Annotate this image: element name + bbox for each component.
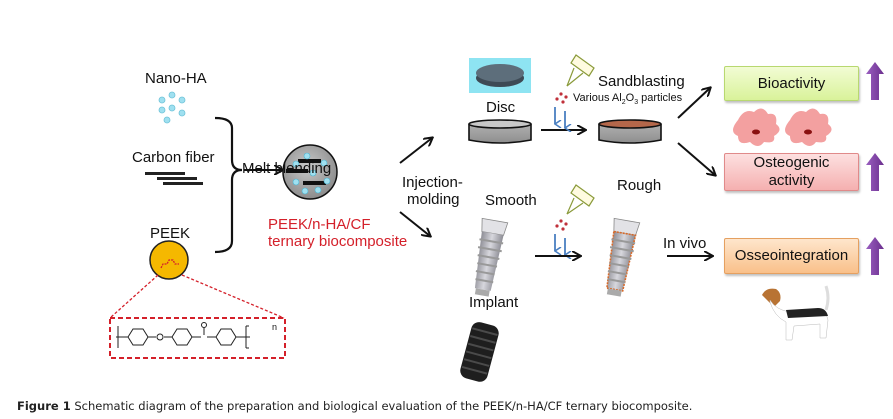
particles-mid: O: [625, 92, 635, 104]
disc-icon: [468, 119, 532, 144]
injection-molding-label-line2: molding: [407, 191, 460, 208]
peek-chemical-structure: [116, 322, 250, 349]
sandblaster-nozzle-icon: [566, 54, 595, 87]
rough-implant-icon: [606, 217, 641, 297]
disc-label: Disc: [486, 99, 516, 116]
particles-prefix: Various Al: [573, 92, 622, 104]
nano-ha-particles-icon: [158, 91, 186, 124]
osteogenic-line1: Osteogenic: [753, 154, 830, 171]
carbon-fiber-icon: [145, 172, 203, 185]
osseointegration-box: Osseointegration: [724, 238, 859, 274]
particles-suffix: particles: [638, 92, 683, 104]
injection-molding-label-line1: Injection-: [402, 174, 463, 191]
carbon-fiber-label: Carbon fiber: [132, 149, 215, 166]
disc-photo: [469, 58, 531, 93]
rough-label: Rough: [617, 177, 662, 194]
grouping-brace: [214, 116, 243, 254]
particles-icon-2: [555, 219, 568, 231]
in-vivo-label: In vivo: [663, 235, 707, 252]
smooth-implant-icon: [474, 217, 509, 297]
composite-name-line1: PEEK/n-HA/CF: [268, 216, 371, 233]
implant-label: Implant: [469, 294, 519, 311]
figure-caption-text: Schematic diagram of the preparation and…: [70, 399, 693, 413]
implant-photo: [460, 322, 499, 382]
osteoblast-cells-icon: [733, 108, 832, 146]
sandblasting-label: Sandblasting: [598, 73, 685, 90]
peek-structure-box: [109, 317, 286, 359]
particles-label: Various Al2O3 particles: [573, 92, 682, 106]
melt-blending-label: Melt blending: [242, 160, 332, 177]
beagle-dog-photo: [762, 285, 830, 341]
smooth-label: Smooth: [485, 192, 537, 209]
particles-icon: [555, 92, 568, 104]
rough-disc-icon: [598, 119, 662, 144]
figure-caption: Figure 1 Schematic diagram of the prepar…: [17, 399, 692, 413]
particles-sub1: 2: [621, 99, 626, 107]
increase-arrow-icon: [866, 62, 884, 275]
peek-pellet-icon: [149, 240, 189, 280]
particles-sub2: 3: [634, 99, 639, 107]
sandblaster-nozzle-icon-2: [566, 184, 595, 215]
bioactivity-box: Bioactivity: [724, 66, 859, 101]
figure-label: Figure 1: [17, 399, 71, 413]
repeat-unit-subscript: n: [272, 322, 278, 332]
composite-pellet-icon: [282, 144, 338, 200]
osteogenic-activity-box: Osteogenic activity: [724, 153, 859, 191]
composite-name-line2: ternary biocomposite: [268, 233, 408, 250]
osteogenic-line2: activity: [768, 172, 815, 189]
nano-ha-label: Nano-HA: [145, 70, 207, 87]
peek-label: PEEK: [150, 225, 191, 242]
